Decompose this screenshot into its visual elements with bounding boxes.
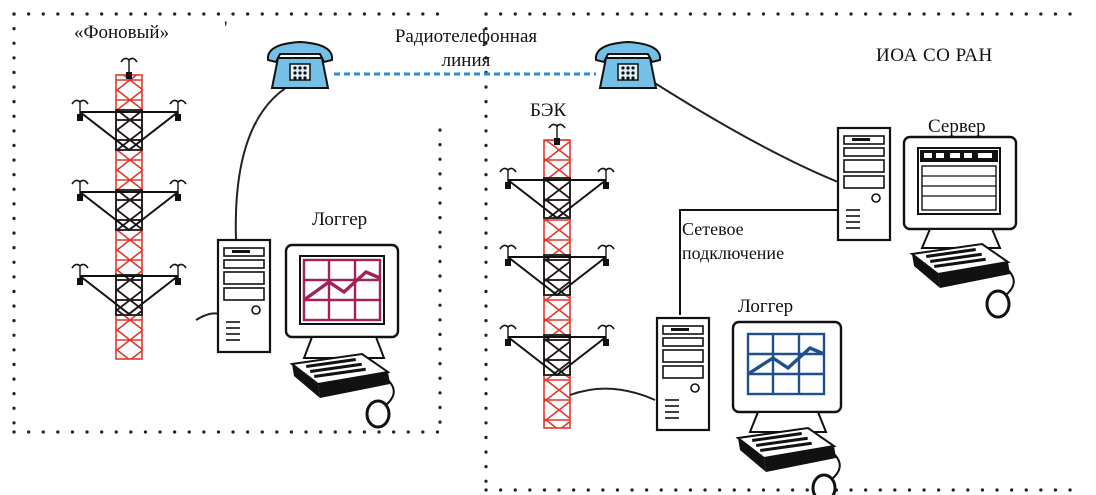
telephone-icon-right <box>594 41 662 89</box>
fonovy-site-label: «Фоновый» <box>74 22 170 43</box>
network-label-top: Сетевое <box>682 219 744 239</box>
radio-line-label-top: Радиотелефонная <box>394 26 538 47</box>
network-connection-line <box>679 209 840 315</box>
logger-computer-left <box>216 238 400 429</box>
ioa-site-label: ИОА СО РАН <box>876 45 993 66</box>
server-computer <box>836 126 1018 319</box>
server-label: Сервер <box>928 116 986 137</box>
logger-label-right: Логгер <box>738 296 794 317</box>
logger-label-left: Логгер <box>312 209 368 230</box>
telephone-icon-left <box>266 41 334 89</box>
fon-mast-icon <box>71 57 187 360</box>
tick-mark: ' <box>224 18 228 39</box>
radio-line-label-bottom: линия <box>441 50 491 71</box>
bek-mast-icon <box>499 123 615 429</box>
bek-site-label: БЭК <box>530 100 567 121</box>
monitor-icon-right <box>731 320 843 433</box>
server-monitor-icon <box>902 135 1018 249</box>
logger-computer-right <box>655 316 843 495</box>
monitor-icon-left <box>284 243 400 359</box>
network-label-bottom: подключение <box>682 243 785 263</box>
